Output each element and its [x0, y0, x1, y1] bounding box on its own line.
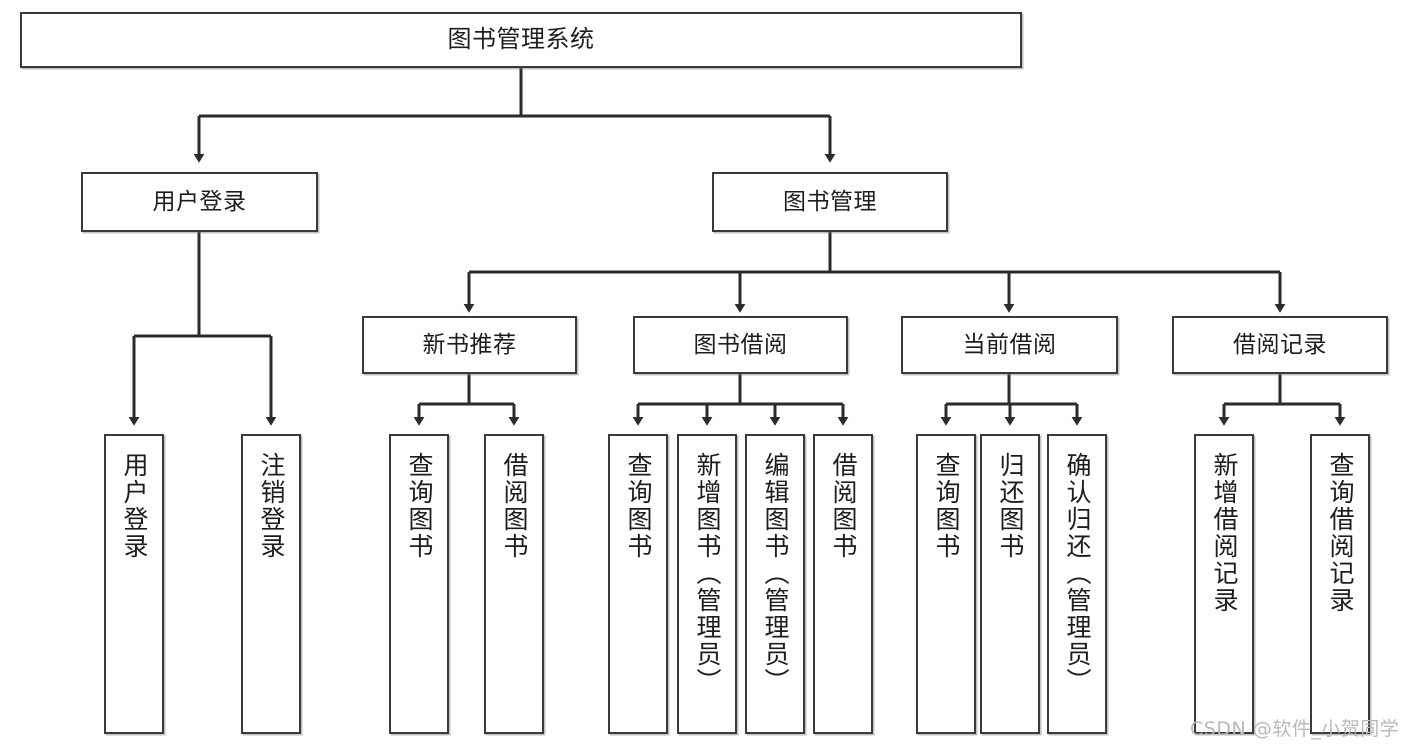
node-label: 用户登录 [120, 452, 149, 560]
leaf-user-login-logout[interactable]: 注销登录 [241, 434, 301, 734]
leaf-new-book-borrow-book[interactable]: 借阅图书 [484, 434, 544, 734]
node-label: 查询图书 [624, 452, 653, 560]
node-label: 新增图书（管理员） [693, 452, 722, 695]
node-label: 图书管理 [783, 188, 877, 215]
node-label: 借阅图书 [829, 452, 858, 560]
node-label: 图书借阅 [693, 331, 788, 358]
node-label: 用户登录 [152, 188, 247, 215]
node-label: 查询借阅记录 [1326, 452, 1355, 614]
node-user-login[interactable]: 用户登录 [81, 172, 318, 232]
node-label: 借阅记录 [1233, 331, 1327, 358]
node-label: 注销登录 [257, 452, 286, 560]
leaf-current-borrow-query-book[interactable]: 查询图书 [916, 434, 976, 734]
node-label: 归还图书 [996, 452, 1025, 560]
leaf-new-book-query-book[interactable]: 查询图书 [389, 434, 449, 734]
leaf-borrow-record-add-record[interactable]: 新增借阅记录 [1194, 434, 1254, 734]
node-new-book-recommend[interactable]: 新书推荐 [362, 316, 577, 374]
node-current-borrow[interactable]: 当前借阅 [901, 316, 1118, 374]
node-label: 确认归还（管理员） [1063, 452, 1092, 695]
leaf-user-login-login[interactable]: 用户登录 [104, 434, 164, 734]
node-label: 新书推荐 [422, 331, 517, 358]
node-label: 编辑图书（管理员） [761, 452, 790, 695]
node-label: 新增借阅记录 [1210, 452, 1239, 614]
leaf-book-borrow-add-book-admin[interactable]: 新增图书（管理员） [677, 434, 737, 734]
node-root-book-management-system[interactable]: 图书管理系统 [20, 12, 1022, 68]
node-book-management[interactable]: 图书管理 [712, 172, 948, 232]
node-borrow-record[interactable]: 借阅记录 [1172, 316, 1388, 374]
node-label: 图书管理系统 [447, 25, 595, 54]
leaf-book-borrow-edit-book-admin[interactable]: 编辑图书（管理员） [745, 434, 805, 734]
leaf-current-borrow-return-book[interactable]: 归还图书 [980, 434, 1040, 734]
leaf-borrow-record-query-record[interactable]: 查询借阅记录 [1310, 434, 1370, 734]
leaf-book-borrow-query-book[interactable]: 查询图书 [608, 434, 668, 734]
node-book-borrow[interactable]: 图书借阅 [633, 316, 848, 374]
node-label: 查询图书 [405, 452, 434, 560]
node-label: 借阅图书 [500, 452, 529, 560]
node-label: 当前借阅 [962, 331, 1057, 358]
leaf-book-borrow-borrow-book[interactable]: 借阅图书 [813, 434, 873, 734]
watermark-csdn: CSDN @软件_小贺同学 [1190, 718, 1400, 740]
node-label: 查询图书 [932, 452, 961, 560]
leaf-current-borrow-confirm-return-admin[interactable]: 确认归还（管理员） [1047, 434, 1107, 734]
